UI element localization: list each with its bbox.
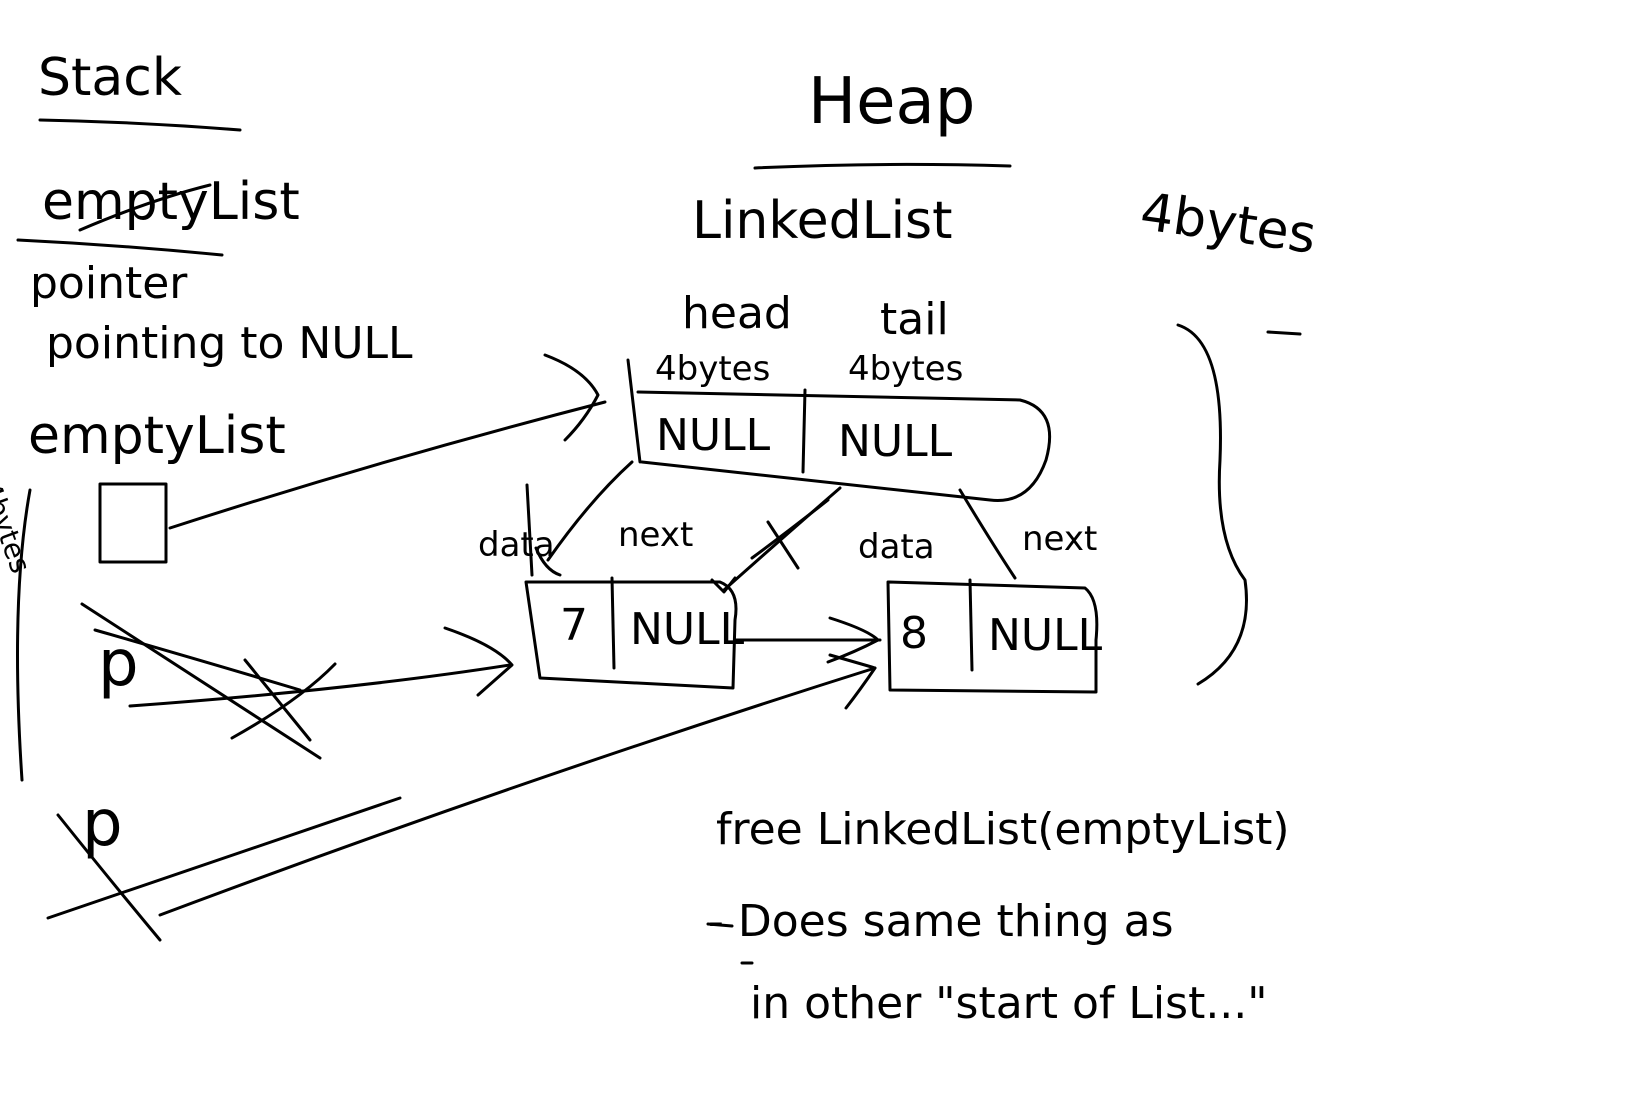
tail-label: tail	[880, 294, 949, 345]
p1-cross-a	[80, 602, 322, 760]
p2-arrow	[158, 666, 877, 917]
tail-size-label: 4bytes	[848, 349, 964, 389]
pointer-note-line2: pointing to NULL	[46, 318, 413, 369]
linkedlist-title: LinkedList	[692, 191, 953, 251]
stack-title-underline	[38, 118, 242, 132]
emptylist-arrowhead	[543, 353, 600, 442]
p1-cross-b	[93, 628, 302, 692]
node1-next-value: NULL	[630, 604, 745, 655]
node1-divider	[610, 576, 616, 670]
linkedlist-box	[636, 390, 1052, 502]
p2-arrow-tail	[46, 796, 402, 920]
size-label-underline	[1266, 330, 1302, 336]
size-brace	[1176, 323, 1248, 686]
stack-var-name: emptyList	[42, 172, 300, 232]
node2-divider	[968, 578, 974, 672]
linkedlist-divider	[801, 388, 807, 474]
node1-box	[524, 580, 738, 690]
p-label-1: p	[98, 627, 139, 701]
emptylist-box	[98, 482, 168, 564]
heap-title: Heap	[808, 65, 976, 139]
p1-arrowhead	[443, 626, 514, 697]
stack-var-underline	[16, 238, 224, 257]
node1-data-tick	[525, 483, 534, 577]
head-value: NULL	[656, 410, 771, 461]
stack-title: Stack	[38, 48, 182, 108]
p2-arrowhead	[828, 653, 877, 710]
stack-side-line	[16, 488, 32, 782]
p2-cross	[56, 813, 162, 942]
head-label: head	[682, 288, 792, 339]
node1-next-label: next	[618, 515, 694, 555]
empty-strikeout	[78, 183, 212, 232]
node2-next-label: next	[1022, 519, 1098, 559]
tail-old-cross-2	[766, 520, 800, 570]
node1-next-arrowhead	[826, 616, 880, 664]
p-label-2: p	[82, 787, 123, 861]
tail-pointer-arrow	[958, 488, 1017, 580]
head-pointer-arrowhead	[534, 546, 562, 577]
node1-data-value: 7	[560, 600, 588, 651]
note-line-2: - Does same thing as	[708, 896, 1174, 947]
tail-value: NULL	[838, 416, 953, 467]
linkedlist-left-edge	[626, 358, 642, 464]
emptylist-label: emptyList	[28, 406, 286, 466]
note-line-1: free LinkedList(emptyList)	[716, 804, 1290, 855]
note-dash	[706, 922, 734, 928]
pointer-note-line1: pointer	[30, 258, 188, 309]
node2-data-value: 8	[900, 608, 928, 659]
node2-box	[886, 580, 1099, 694]
node2-next-value: NULL	[988, 610, 1103, 661]
head-size-label: 4bytes	[655, 349, 771, 389]
heap-title-underline	[753, 162, 1012, 170]
p1-cross-d	[243, 658, 312, 742]
node1-data-label: data	[478, 525, 555, 565]
tail-old-cross	[750, 498, 830, 560]
p1-cross-c	[230, 662, 337, 740]
head-pointer-arrow	[546, 460, 634, 562]
node2-data-label: data	[858, 527, 935, 567]
emptylist-arrow	[168, 400, 607, 530]
p1-arrow	[128, 663, 512, 708]
tail-old-arrowhead	[710, 576, 737, 594]
note-line-3: in other "start of List..."	[750, 978, 1268, 1029]
